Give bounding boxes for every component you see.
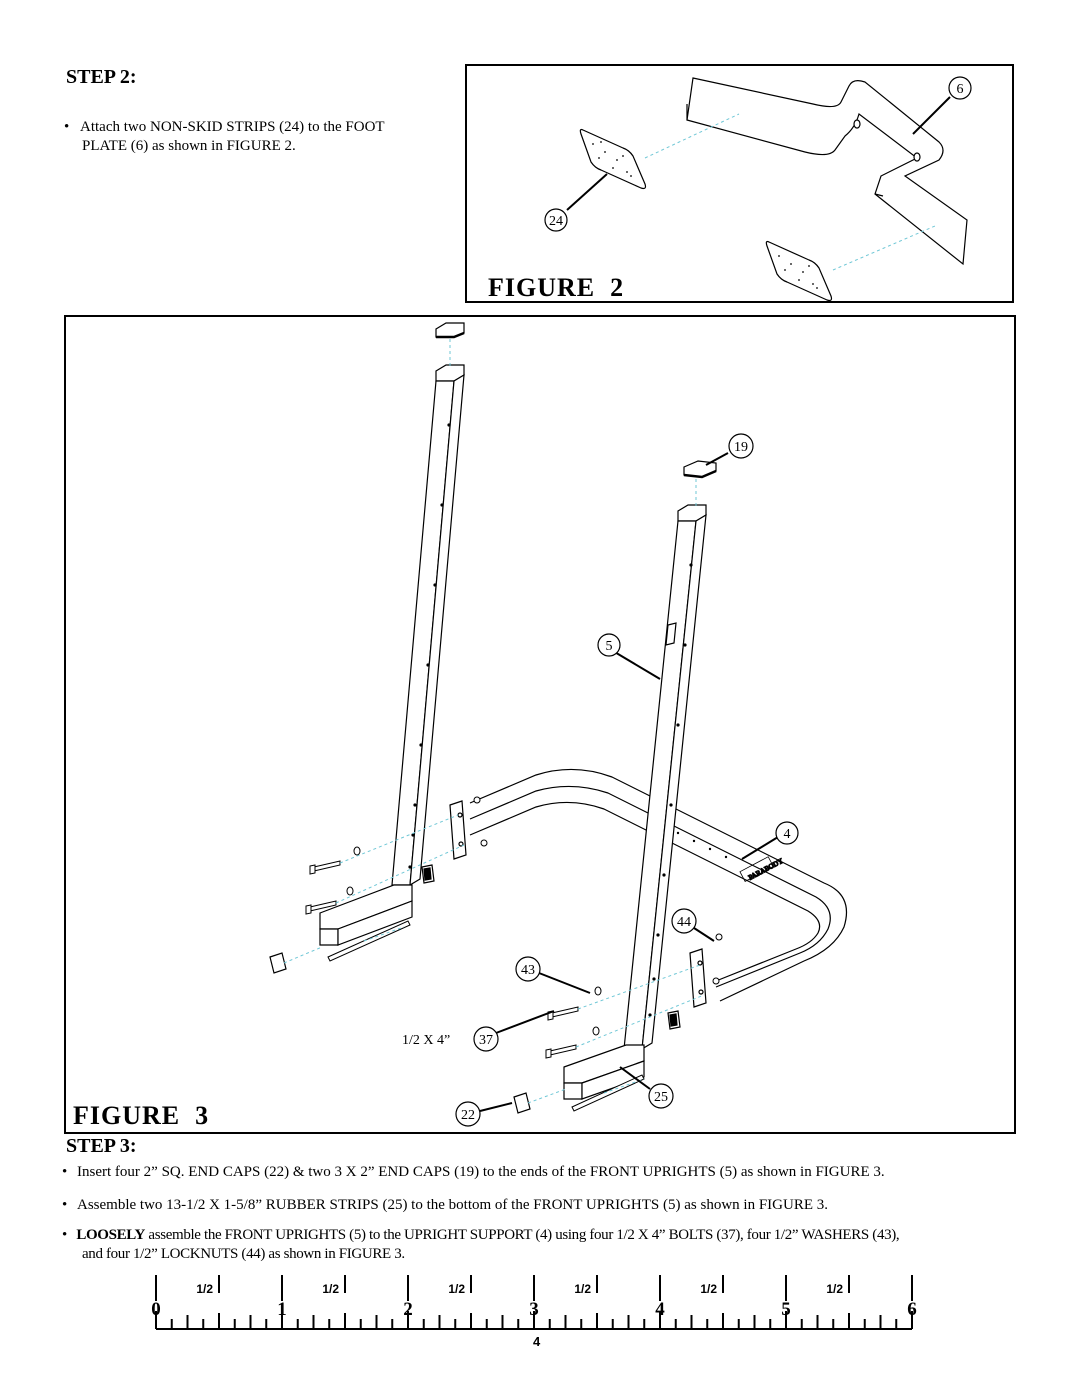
leader-24 <box>566 173 608 211</box>
step3-bullet-2: • Assemble two 13-1/2 X 1-5/8” RUBBER ST… <box>62 1196 1022 1215</box>
bullet-dot: • <box>64 119 70 135</box>
ruler-number: 4 <box>655 1299 665 1320</box>
leader-25 <box>619 1066 651 1090</box>
ruler-number: 6 <box>907 1299 917 1320</box>
bullet-dot: • <box>62 1197 68 1213</box>
ruler-half-label: 1/2 <box>448 1282 465 1296</box>
svg-text:24: 24 <box>549 214 563 229</box>
rubber-strip-left <box>327 920 411 962</box>
callout-4: 4 <box>775 821 799 845</box>
step2-bullet-line2: PLATE (6) as shown in FIGURE 2. <box>82 138 296 154</box>
bolt-spec-label: 1/2 X 4” <box>402 1033 450 1048</box>
step2-bullet-line1: Attach two NON-SKID STRIPS (24) to the F… <box>80 119 385 135</box>
washers-43 <box>346 846 602 1036</box>
step3-bullet-3-text: assemble the FRONT UPRIGHTS (5) to the U… <box>145 1227 900 1243</box>
page-number: 4 <box>533 1334 541 1349</box>
step3-bullet-3: • LOOSELY assemble the FRONT UPRIGHTS (5… <box>62 1226 1024 1264</box>
figure3-illustration: PARABODY <box>269 322 848 1127</box>
mount-plate-right <box>689 948 707 1008</box>
callout-6: 6 <box>948 76 972 100</box>
non-skid-strip-24-lower <box>765 240 833 302</box>
non-skid-strip-24-upper <box>579 128 647 190</box>
leader-6 <box>912 96 951 135</box>
svg-text:19: 19 <box>734 440 748 455</box>
figure2-frame: 6 24 FIGURE 2 <box>465 64 1014 303</box>
ruler-number: 5 <box>781 1299 791 1320</box>
ruler-half-label: 1/2 <box>574 1282 591 1296</box>
step3-bullet-1-text: Insert four 2” SQ. END CAPS (22) & two 3… <box>77 1164 885 1180</box>
svg-text:25: 25 <box>654 1090 668 1105</box>
front-upright-left <box>319 364 465 946</box>
figure3-alignment-lines <box>283 339 705 1104</box>
ruler-number: 3 <box>529 1299 539 1320</box>
bolts-37 <box>305 860 579 1059</box>
leader-5 <box>612 650 661 680</box>
svg-text:4: 4 <box>784 827 791 842</box>
svg-text:22: 22 <box>461 1108 475 1123</box>
callout-22: 22 <box>455 1101 481 1127</box>
figure3-frame: PARABODY <box>64 315 1016 1134</box>
step2-bullet: • Attach two NON-SKID STRIPS (24) to the… <box>64 118 454 156</box>
ruler-half-label: 1/2 <box>196 1282 213 1296</box>
svg-text:43: 43 <box>521 963 535 978</box>
callout-37: 37 <box>473 1026 499 1052</box>
figure2-label: FIGURE 2 <box>488 273 625 302</box>
callout-43: 43 <box>515 956 541 982</box>
leader-19 <box>705 452 729 466</box>
ruler-half-label: 1/2 <box>826 1282 843 1296</box>
end-cap-22-left <box>269 952 287 974</box>
ruler-number: 0 <box>151 1299 161 1320</box>
svg-text:6: 6 <box>957 82 964 97</box>
ruler-half-label: 1/2 <box>322 1282 339 1296</box>
callout-5: 5 <box>597 633 621 657</box>
callout-19: 19 <box>728 433 754 459</box>
end-cap-22-right <box>513 1092 531 1114</box>
leader-44 <box>693 927 715 942</box>
step3-bullet-2-text: Assemble two 13-1/2 X 1-5/8” RUBBER STRI… <box>77 1197 828 1213</box>
step3-bullet-3-text2: and four 1/2” LOCKNUTS (44) as shown in … <box>82 1246 405 1262</box>
leader-37 <box>495 1010 555 1034</box>
callout-44: 44 <box>671 908 697 934</box>
step2-title: STEP 2: <box>66 66 137 88</box>
figure2-alignment-lines <box>644 113 936 271</box>
svg-text:44: 44 <box>677 915 691 930</box>
foot-plate-6 <box>686 77 968 266</box>
leader-4 <box>741 836 779 860</box>
leader-43 <box>538 972 591 994</box>
bullet-dot: • <box>62 1227 67 1243</box>
ruler-half-label: 1/2 <box>700 1282 717 1296</box>
small-nuts <box>473 796 723 985</box>
step3-title: STEP 3: <box>66 1135 137 1157</box>
callout-24: 24 <box>544 208 568 232</box>
ruler-number: 2 <box>403 1299 413 1320</box>
svg-text:5: 5 <box>606 639 613 654</box>
ruler-number: 1 <box>277 1299 287 1320</box>
figure2-illustration: 6 24 <box>544 76 972 302</box>
bullet-dot: • <box>62 1164 68 1180</box>
front-upright-right <box>563 504 707 1100</box>
locknuts-44 <box>421 864 681 1030</box>
leader-22 <box>479 1102 513 1112</box>
step3-bullet-3-bold: LOOSELY <box>76 1227 146 1243</box>
step3-bullet-1: • Insert four 2” SQ. END CAPS (22) & two… <box>62 1163 1022 1182</box>
svg-text:37: 37 <box>479 1033 493 1048</box>
callout-25: 25 <box>648 1083 674 1109</box>
figure3-label: FIGURE 3 <box>73 1101 210 1130</box>
inch-ruler: 0 1/2 1 1/2 2 1/2 3 1/2 4 1/2 5 1/2 6 <box>151 1275 917 1330</box>
